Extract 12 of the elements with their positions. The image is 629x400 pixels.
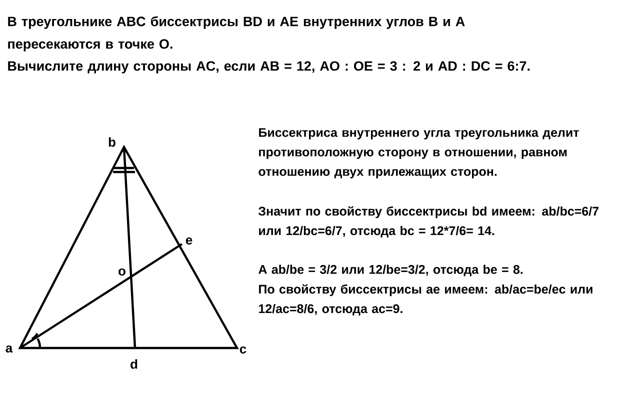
text-paragraph: Вычислите длину стороны AC, если AB = 12, AO : OE = 3 : 2 и AD : DC = 6:7. [8,61,530,74]
text-paragraph: По свойству биссектрисы ae имеем: ab/ac=be/ec или 12/ac=8/6, отсюда ac=9. [259,284,592,316]
point-label: e [186,237,192,245]
text-paragraph: Значит по свойству биссектрисы bd имеем: ab/bc=6/7 или 12/bc=6/7, отсюда bc = 12*7/6= 14. [258,206,598,238]
point-label: b [108,137,116,147]
text-paragraph: В треугольнике ABC биссектрисы BD и AE внутренних углов B и A пересекаются в точке O. [8,16,465,52]
text-paragraph: А ab/be = 3/2 или 12/be=3/2, отсюда be = 8. [258,264,523,276]
point-label: c [240,346,246,354]
point-label: d [130,359,138,369]
text-paragraph: Биссектриса внутреннего угла треугольника делит противоположную сторону в отношении, равном отношению двух прилежащих сторон. [258,128,579,178]
point-label: a [6,345,13,353]
point-label: o [118,268,126,276]
